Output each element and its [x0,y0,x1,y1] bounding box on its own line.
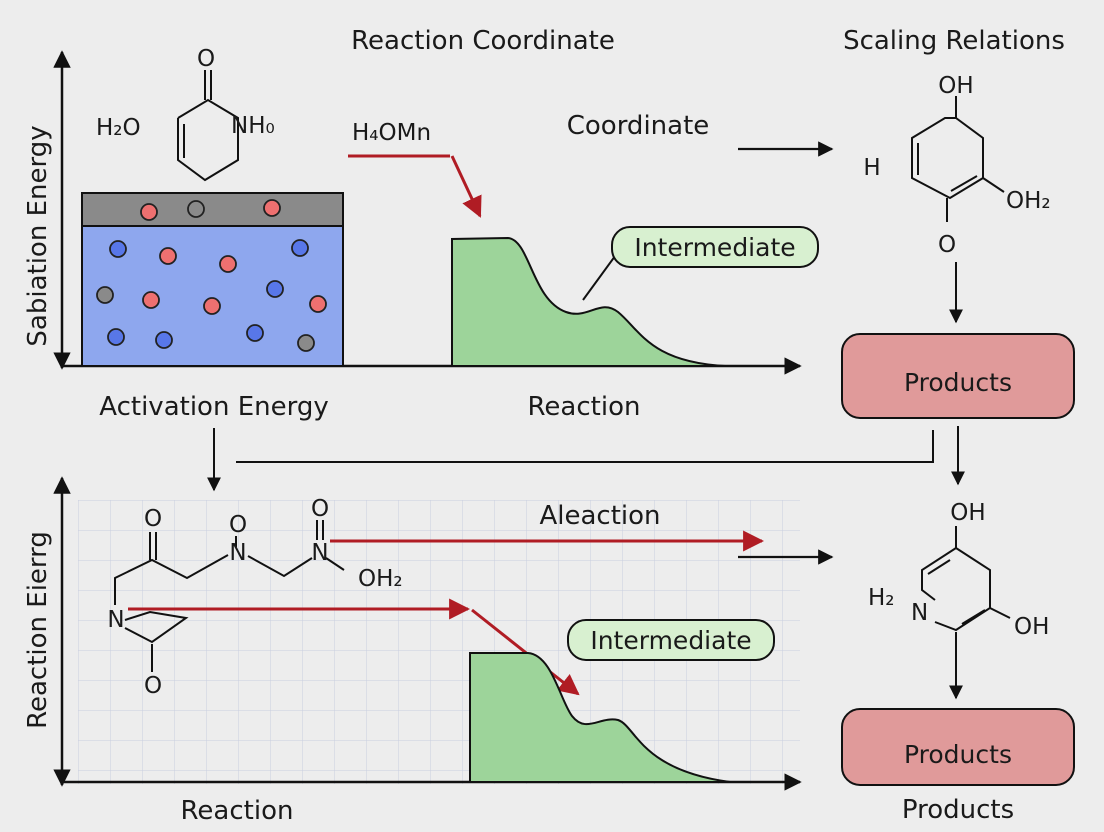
particle-red [309,295,327,313]
particle-gray [297,334,315,352]
particle-red [159,247,177,265]
molecule-chain [114,520,345,672]
particle-gray [96,286,114,304]
intermediate-bubble-bottom [567,619,775,661]
products-label-bottom: Products [904,740,1012,769]
chain-oh2: OH₂ [358,566,403,592]
quinone-h: H [863,155,880,181]
pyridine-oh: OH [950,500,985,526]
molecule-pyridinone [177,70,239,182]
chain-o3: O [311,496,329,522]
right-column: OH H OH₂ O Products OH H₂ N OH Products … [236,73,1075,825]
return-connector [236,430,934,463]
bottom-panel: Reaction Eierrg Reaction O O O N N OH₂ N… [23,428,834,826]
quinone-oh: OH [938,73,973,99]
molecule-pyridine [921,526,1011,700]
pyridine-h2: H₂ [868,585,895,611]
top-x-axis-label: Reaction [528,392,641,422]
particle-blue [155,331,173,349]
title-scaling-relations: Scaling Relations [843,26,1065,56]
energy-peak-bottom [469,652,731,783]
title-reaction-coordinate: Reaction Coordinate [351,26,615,56]
particle-red [140,203,158,221]
chain-o1: O [144,506,162,532]
particle-gray [187,200,205,218]
top-panel: Sabiation Energy O H₂O NH₀ [23,46,834,422]
quinone-oh2: OH₂ [1006,188,1051,214]
molecule-pyridinone-h2o: H₂O [96,115,141,141]
energy-peak-top [451,236,726,367]
products-box-top [841,333,1075,419]
particle-red [219,255,237,273]
particle-blue [107,328,125,346]
particle-blue [246,324,264,342]
activation-energy-label: Activation Energy [99,392,328,422]
particle-red [142,291,160,309]
reagent-label: H₄OMn [352,120,431,146]
products-label-top: Products [904,368,1012,397]
particle-group [96,199,327,352]
bottom-y-axis-label: Reaction Eierrg [23,531,53,729]
particle-blue [266,280,284,298]
molecule-pyridinone-o: O [197,46,215,72]
chain-o-ring: O [144,673,162,699]
reagent-arrow-down [450,155,482,218]
particle-blue [109,240,127,258]
particle-red [203,297,221,315]
bottom-x-axis-label: Reaction [181,796,294,826]
pyridine-n: N [911,600,928,626]
quinone-o: O [938,232,956,258]
surface-layer [81,192,344,227]
particle-red [263,199,281,217]
chain-n-ring: N [107,607,124,633]
molecule-quinone [911,96,1005,324]
molecule-pyridinone-nh: NH₀ [231,113,275,139]
products-caption-bottom: Products [902,795,1014,825]
particle-blue [291,239,309,257]
chain-o2: O [229,512,247,538]
pyridine-oh-right: OH [1014,614,1049,640]
aleaction-label: Aleaction [539,501,660,531]
intermediate-label-bottom: Intermediate [590,626,751,655]
chain-n2: N [311,540,328,566]
coordinate-label: Coordinate [567,111,710,141]
chain-n1: N [229,540,246,566]
top-y-axis-label: Sabiation Energy [23,125,53,346]
intermediate-label-top: Intermediate [634,233,795,262]
intermediate-pointer [582,251,619,301]
products-box-bottom [841,708,1075,786]
intermediate-bubble-top [611,226,819,268]
